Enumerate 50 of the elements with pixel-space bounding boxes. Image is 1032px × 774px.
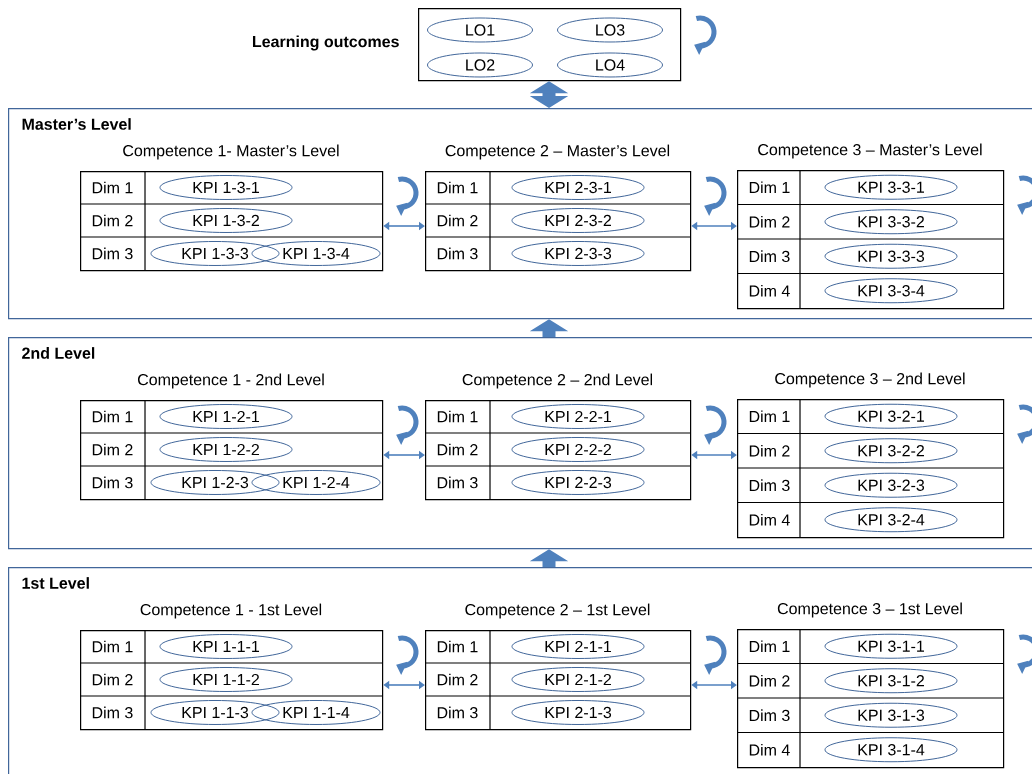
row-label: Dim 3 — [92, 247, 133, 260]
row-label: Dim 3 — [437, 476, 478, 489]
table-heading: Competence 2 – 1st Level — [465, 603, 650, 619]
row-label: Dim 1 — [92, 410, 133, 423]
row-label: Dim 2 — [749, 674, 790, 687]
table-heading: Competence 2 – 2nd Level — [462, 373, 652, 389]
table-heading: Competence 1 - 1st Level — [140, 603, 322, 619]
row-label: Dim 1 — [437, 410, 478, 423]
row-label: Dim 3 — [437, 706, 478, 719]
row-label: Dim 1 — [437, 181, 478, 194]
row-label: Dim 2 — [437, 443, 478, 456]
row-label: Dim 1 — [749, 640, 790, 653]
row-label: Dim 1 — [749, 181, 790, 194]
row-label: Dim 1 — [92, 181, 133, 194]
row-label: Dim 2 — [749, 215, 790, 228]
row-label: Dim 3 — [749, 709, 790, 722]
arrow — [383, 450, 425, 460]
panel-heading: 2nd Level — [22, 347, 95, 359]
panel-heading: 1st Level — [22, 577, 89, 589]
arrow — [383, 221, 425, 231]
table-heading: Competence 1- Master’s Level — [123, 144, 339, 160]
row-label: Dim 2 — [92, 214, 133, 227]
row-label: Dim 1 — [92, 640, 133, 653]
arrow — [691, 221, 737, 231]
arrow — [691, 680, 737, 690]
row-label: Dim 4 — [749, 284, 790, 297]
panel-heading: Master’s Level — [22, 118, 131, 130]
row-label: Dim 3 — [749, 250, 790, 263]
row-label: Dim 4 — [749, 743, 790, 756]
row-label: Dim 2 — [92, 443, 133, 456]
row-label: Dim 1 — [437, 640, 478, 653]
box-heading: Learning outcomes — [253, 35, 399, 51]
row-label: Dim 2 — [749, 444, 790, 457]
row-label: Dim 4 — [749, 513, 790, 526]
row-label: Dim 2 — [437, 214, 478, 227]
row-label: Dim 1 — [749, 410, 790, 423]
row-label: Dim 3 — [437, 247, 478, 260]
row-label: Dim 2 — [92, 673, 133, 686]
table-heading: Competence 3 – 1st Level — [777, 602, 962, 618]
row-label: Dim 2 — [437, 673, 478, 686]
table-heading: Competence 1 - 2nd Level — [138, 373, 324, 389]
row-label: Dim 3 — [749, 479, 790, 492]
table-heading: Competence 2 – Master’s Level — [445, 144, 670, 160]
arrow — [691, 450, 737, 460]
block-arrow — [529, 81, 569, 108]
row-label: Dim 3 — [92, 476, 133, 489]
row-label: Dim 3 — [92, 706, 133, 719]
table-heading: Competence 3 – 2nd Level — [775, 372, 965, 388]
arrow — [383, 680, 425, 690]
table-heading: Competence 3 – Master’s Level — [758, 143, 982, 159]
